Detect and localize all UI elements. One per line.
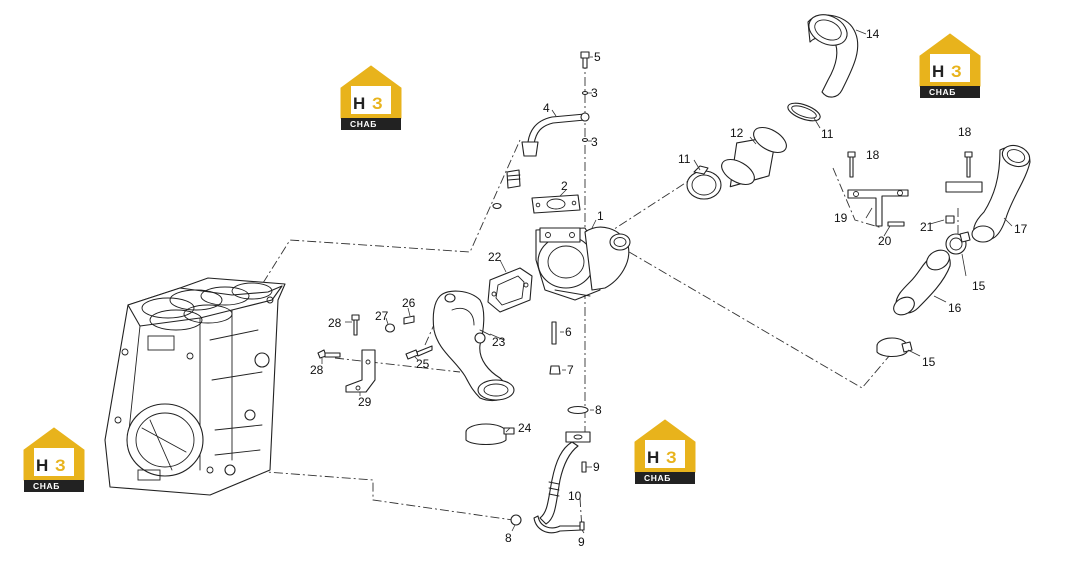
callout-26: 26	[402, 296, 416, 310]
exhaust-elbow	[432, 290, 515, 401]
callout-18-right: 18	[958, 125, 972, 139]
logo-letter-z: З	[372, 94, 383, 113]
callout-5: 5	[594, 50, 601, 64]
hose-17	[971, 144, 1031, 243]
gasket-22	[487, 267, 533, 313]
callout-25: 25	[416, 357, 430, 371]
brand-logo-3: Н З СНАБ	[23, 427, 85, 493]
clamp-11-lower	[686, 165, 722, 200]
turbocharger	[535, 226, 631, 301]
callout-15-lower: 15	[922, 355, 936, 369]
logo-letter-h: Н	[353, 94, 365, 113]
engine-block	[104, 277, 286, 496]
callout-14: 14	[866, 27, 880, 41]
callout-28-lower: 28	[310, 363, 324, 377]
callout-3-upper: 3	[591, 86, 598, 100]
callout-27: 27	[375, 309, 389, 323]
elbow-fasteners	[384, 315, 433, 360]
callout-23: 23	[492, 335, 506, 349]
support-bracket	[317, 314, 376, 393]
callout-6: 6	[565, 325, 572, 339]
callout-15-upper: 15	[972, 279, 986, 293]
logo-letter-z: З	[666, 448, 677, 467]
callout-28-upper: 28	[328, 316, 342, 330]
logo-caption: СНАБ	[350, 119, 377, 129]
clamp-15-lower	[876, 337, 913, 358]
callout-20: 20	[878, 234, 892, 248]
callout-12: 12	[730, 126, 744, 140]
callout-17: 17	[1014, 222, 1028, 236]
callout-18-left: 18	[866, 148, 880, 162]
fasteners-top	[580, 51, 590, 143]
callout-3-lower: 3	[591, 135, 598, 149]
logo-letter-h: Н	[932, 62, 944, 81]
studs-lower	[549, 321, 561, 375]
logo-letter-h: Н	[647, 448, 659, 467]
callout-22: 22	[488, 250, 502, 264]
callout-24: 24	[518, 421, 532, 435]
callout-21: 21	[920, 220, 934, 234]
brand-logo-1: Н З СНАБ	[340, 65, 402, 131]
brand-logo-4: Н З СНАБ	[634, 419, 696, 485]
gasket-2	[531, 194, 581, 214]
logo-letter-z: З	[55, 456, 66, 475]
bracket-19	[847, 151, 909, 227]
clamp-15-upper	[945, 231, 971, 255]
callout-7: 7	[567, 363, 574, 377]
clamp-11-upper	[787, 102, 821, 122]
intake-hose-14	[807, 14, 859, 98]
callout-11-lower: 11	[678, 152, 691, 166]
logo-letter-z: З	[951, 62, 962, 81]
callout-8-lower: 8	[505, 531, 512, 545]
callout-9-upper: 9	[593, 460, 600, 474]
logo-caption: СНАБ	[644, 473, 671, 483]
callout-labels: 1 2 3 3 4 5 6 7 8 8 9 9 10 11 11 12 14 1…	[310, 27, 1028, 549]
intake-hose-12	[721, 126, 787, 188]
oil-feed-pipe	[492, 112, 590, 210]
leader-lines	[321, 29, 1013, 534]
bracket-21	[887, 151, 983, 227]
callout-11-upper: 11	[821, 127, 834, 141]
brand-logo-2: Н З СНАБ	[919, 33, 981, 99]
callout-19: 19	[834, 211, 848, 225]
callout-9-lower: 9	[578, 535, 585, 549]
v-band-clamp	[465, 423, 515, 446]
callout-8-upper: 8	[595, 403, 602, 417]
hose-16	[893, 249, 951, 316]
callout-1: 1	[597, 209, 604, 223]
logo-caption: СНАБ	[33, 481, 60, 491]
callout-16: 16	[948, 301, 962, 315]
callout-2: 2	[561, 179, 568, 193]
callout-4: 4	[543, 101, 550, 115]
logo-caption: СНАБ	[929, 87, 956, 97]
callout-29: 29	[358, 395, 372, 409]
callout-10: 10	[568, 489, 582, 503]
logo-letter-h: Н	[36, 456, 48, 475]
